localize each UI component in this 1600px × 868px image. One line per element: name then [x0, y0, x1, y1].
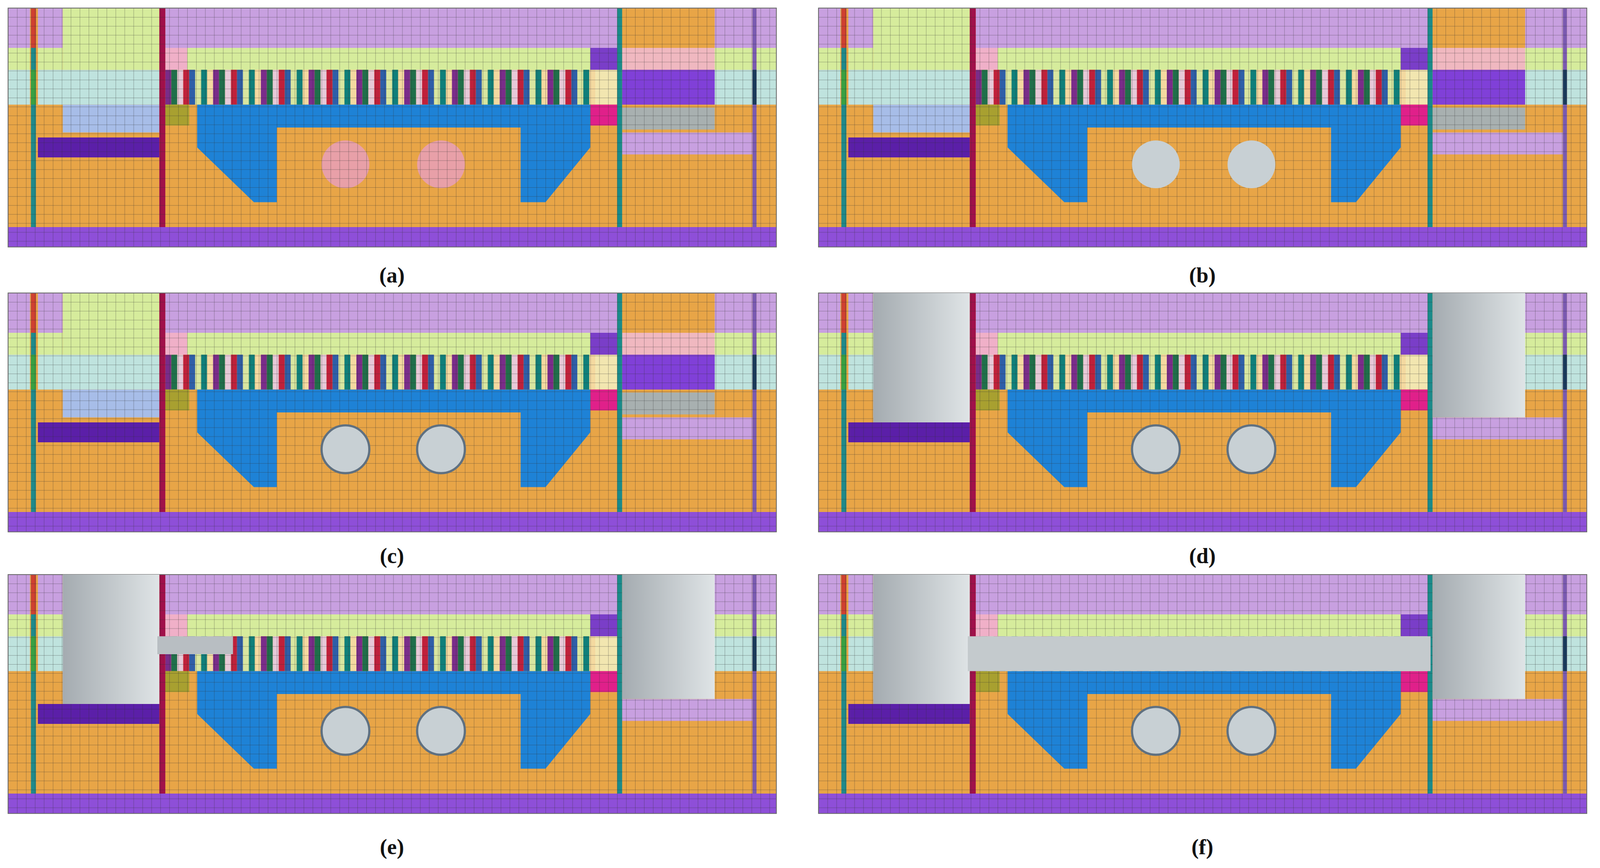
- stage-panel: [818, 8, 1587, 247]
- stage-panel: [8, 292, 777, 532]
- stage-panel: [818, 292, 1587, 532]
- stage-panel: [8, 8, 777, 247]
- panel-label: (d): [1189, 544, 1216, 569]
- stage-panel: [818, 574, 1587, 814]
- panel-label: (e): [379, 835, 404, 860]
- panel-label: (f): [1191, 835, 1214, 860]
- panel-label: (a): [379, 263, 405, 288]
- panel-label: (b): [1189, 263, 1216, 288]
- panel-label: (c): [379, 544, 404, 569]
- stage-panel: [8, 574, 777, 814]
